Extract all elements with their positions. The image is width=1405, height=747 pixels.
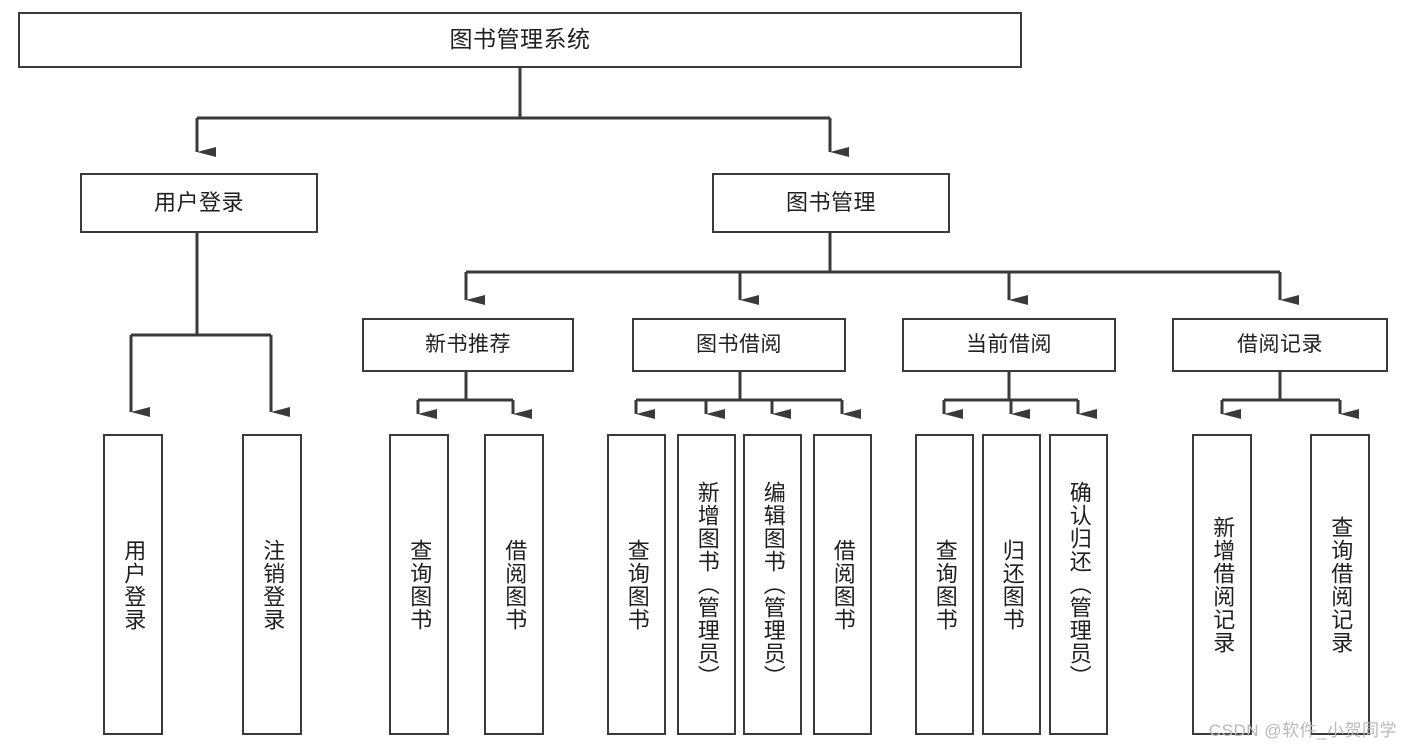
node-book-borrow[interactable]: 图书借阅 (632, 318, 846, 372)
node-label: 借阅图书 (830, 538, 856, 631)
leaf-return-book[interactable]: 归还图书 (982, 434, 1041, 735)
leaf-confirm-return-admin[interactable]: 确认归还（管理员） (1049, 434, 1108, 735)
node-root-book-management-system[interactable]: 图书管理系统 (18, 12, 1022, 68)
leaf-add-borrow-record[interactable]: 新增借阅记录 (1192, 434, 1252, 735)
node-label: 编辑图书（管理员） (760, 481, 786, 688)
node-new-book-recommend[interactable]: 新书推荐 (362, 318, 574, 372)
watermark-text: CSDN @软件_小贺同学 (1208, 721, 1397, 740)
node-label: 新增图书（管理员） (694, 481, 720, 688)
node-user-login[interactable]: 用户登录 (80, 173, 318, 233)
node-label: 新增借阅记录 (1210, 515, 1236, 654)
node-label: 当前借阅 (966, 332, 1052, 356)
leaf-user-login[interactable]: 用户登录 (103, 434, 163, 735)
node-book-manage[interactable]: 图书管理 (712, 173, 950, 233)
node-label: 借阅图书 (502, 538, 528, 631)
node-label: 用户登录 (121, 538, 147, 631)
node-label: 新书推荐 (425, 332, 511, 356)
node-label: 用户登录 (153, 190, 244, 216)
leaf-logout[interactable]: 注销登录 (242, 434, 302, 735)
node-label: 查询图书 (624, 538, 650, 631)
node-label: 图书借阅 (696, 332, 782, 356)
node-label: 图书管理 (785, 190, 876, 216)
node-label: 注销登录 (260, 538, 286, 631)
node-borrow-record[interactable]: 借阅记录 (1172, 318, 1388, 372)
leaf-query-book-recommend[interactable]: 查询图书 (389, 434, 449, 735)
leaf-query-book-borrow[interactable]: 查询图书 (607, 434, 666, 735)
node-label: 图书管理系统 (449, 26, 591, 53)
node-label: 查询图书 (932, 538, 958, 631)
leaf-query-borrow-record[interactable]: 查询借阅记录 (1310, 434, 1370, 735)
node-label: 确认归还（管理员） (1066, 481, 1092, 688)
node-label: 查询借阅记录 (1328, 515, 1354, 654)
node-label: 查询图书 (407, 538, 433, 631)
leaf-borrow-book-borrow[interactable]: 借阅图书 (813, 434, 872, 735)
leaf-query-book-current[interactable]: 查询图书 (915, 434, 974, 735)
leaf-borrow-book-recommend[interactable]: 借阅图书 (484, 434, 544, 735)
node-current-borrow[interactable]: 当前借阅 (902, 318, 1116, 372)
node-label: 借阅记录 (1237, 332, 1323, 356)
node-label: 归还图书 (999, 538, 1025, 631)
leaf-add-book-admin[interactable]: 新增图书（管理员） (677, 434, 736, 735)
leaf-edit-book-admin[interactable]: 编辑图书（管理员） (743, 434, 802, 735)
